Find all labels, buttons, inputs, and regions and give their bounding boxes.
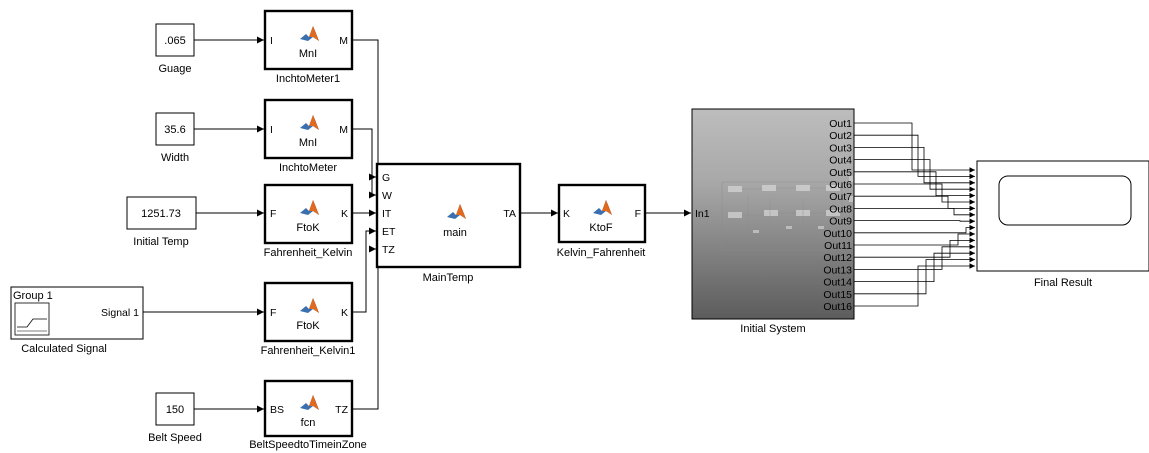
svg-text:Initial System: Initial System bbox=[740, 323, 805, 335]
svg-text:G: G bbox=[382, 172, 390, 184]
output-wire-9 bbox=[854, 218, 975, 224]
svg-text:IT: IT bbox=[382, 208, 392, 220]
svg-text:M: M bbox=[339, 35, 348, 47]
svg-text:fcn: fcn bbox=[301, 417, 316, 429]
output-wire-10 bbox=[854, 224, 975, 234]
svg-text:ET: ET bbox=[382, 226, 396, 238]
output-wire-15 bbox=[854, 256, 975, 295]
subsystem-output-16: Out16 bbox=[823, 301, 852, 313]
scope-screen bbox=[998, 175, 1132, 226]
svg-text:F: F bbox=[635, 208, 641, 220]
fahrenheit-kelvin1-block[interactable]: FtoK F K Fahrenheit_Kelvin1 bbox=[261, 281, 356, 357]
main-temp-block[interactable]: main G W IT ET TZ TA MainTemp bbox=[375, 162, 522, 284]
output-wire-8 bbox=[854, 208, 975, 218]
subsystem-output-7: Out7 bbox=[829, 191, 852, 203]
signal-builder-block[interactable]: Group 1 Signal 1 Calculated Signal bbox=[10, 286, 144, 355]
svg-text:150: 150 bbox=[166, 404, 184, 416]
svg-text:TZ: TZ bbox=[335, 404, 348, 416]
output-wire-14 bbox=[854, 250, 975, 282]
svg-text:Group 1: Group 1 bbox=[13, 290, 53, 302]
subsystem-output-8: Out8 bbox=[829, 203, 852, 215]
svg-text:KtoF: KtoF bbox=[589, 222, 613, 234]
svg-text:35.6: 35.6 bbox=[164, 124, 185, 136]
svg-text:F: F bbox=[270, 208, 276, 220]
svg-text:MnI: MnI bbox=[299, 137, 317, 149]
output-wire-12 bbox=[854, 237, 975, 258]
subsystem-output-14: Out14 bbox=[823, 277, 852, 289]
svg-text:Initial Temp: Initial Temp bbox=[133, 236, 188, 248]
output-wire-1 bbox=[854, 122, 975, 173]
fahrenheit-kelvin-block[interactable]: FtoK F K Fahrenheit_Kelvin bbox=[264, 183, 354, 259]
subsystem-output-5: Out5 bbox=[829, 167, 852, 179]
output-wire-7 bbox=[854, 195, 975, 212]
svg-text:Fahrenheit_Kelvin1: Fahrenheit_Kelvin1 bbox=[261, 345, 356, 357]
subsystem-output-1: Out1 bbox=[829, 118, 852, 130]
subsystem-output-13: Out13 bbox=[823, 264, 852, 276]
constant-block-guage[interactable]: .065 Guage bbox=[155, 23, 195, 75]
subsystem-output-labels: Out1Out2Out3Out4Out5Out6Out7Out8Out9Out1… bbox=[823, 118, 852, 313]
subsystem-output-6: Out6 bbox=[829, 179, 852, 191]
svg-text:Guage: Guage bbox=[158, 63, 191, 75]
svg-text:main: main bbox=[443, 227, 467, 239]
final-result-scope[interactable]: Final Result bbox=[976, 160, 1149, 289]
constant-block-belt-speed[interactable]: 150 Belt Speed bbox=[148, 392, 202, 444]
svg-text:W: W bbox=[382, 190, 392, 202]
inch-to-meter-block[interactable]: MnI I M InchtoMeter bbox=[263, 98, 354, 174]
svg-text:.065: .065 bbox=[164, 35, 185, 47]
constant-block-initial-temp[interactable]: 1251.73 Initial Temp bbox=[126, 196, 197, 248]
svg-text:Calculated Signal: Calculated Signal bbox=[21, 343, 107, 355]
output-wire-6 bbox=[854, 183, 975, 205]
svg-text:BeltSpeedtoTimeinZone: BeltSpeedtoTimeinZone bbox=[249, 439, 367, 451]
svg-text:InchtoMeter: InchtoMeter bbox=[279, 162, 337, 174]
svg-text:FtoK: FtoK bbox=[296, 320, 320, 332]
subsystem-output-wires bbox=[854, 122, 975, 307]
svg-text:InchtoMeter1: InchtoMeter1 bbox=[276, 73, 340, 85]
svg-text:F: F bbox=[270, 307, 276, 319]
output-wire-16 bbox=[854, 263, 975, 307]
subsystem-output-9: Out9 bbox=[829, 216, 852, 228]
subsystem-output-2: Out2 bbox=[829, 130, 852, 142]
subsystem-output-12: Out12 bbox=[823, 252, 852, 264]
signal-wires bbox=[143, 36, 691, 413]
svg-text:TA: TA bbox=[503, 208, 516, 220]
svg-text:In1: In1 bbox=[695, 208, 710, 220]
subsystem-preview bbox=[721, 176, 853, 251]
kelvin-fahrenheit-block[interactable]: KtoF K F Kelvin_Fahrenheit bbox=[557, 183, 647, 259]
svg-text:I: I bbox=[270, 35, 273, 47]
svg-text:Signal 1: Signal 1 bbox=[101, 307, 139, 319]
subsystem-output-10: Out10 bbox=[823, 228, 852, 240]
svg-text:FtoK: FtoK bbox=[296, 222, 320, 234]
belt-speed-to-time-block[interactable]: fcn BS TZ BeltSpeedtoTimeinZone bbox=[249, 379, 367, 451]
svg-text:TZ: TZ bbox=[382, 244, 395, 256]
constant-block-width[interactable]: 35.6 Width bbox=[155, 112, 195, 164]
svg-text:BS: BS bbox=[270, 404, 284, 416]
inch-to-meter1-block[interactable]: MnI I M InchtoMeter1 bbox=[263, 9, 354, 85]
svg-text:K: K bbox=[563, 208, 570, 220]
svg-text:Final Result: Final Result bbox=[1034, 277, 1092, 289]
output-wire-4 bbox=[854, 159, 975, 192]
output-wire-11 bbox=[854, 231, 975, 246]
output-wire-13 bbox=[854, 244, 975, 270]
svg-text:MainTemp: MainTemp bbox=[423, 272, 474, 284]
subsystem-output-15: Out15 bbox=[823, 289, 852, 301]
svg-text:1251.73: 1251.73 bbox=[141, 208, 181, 220]
svg-text:K: K bbox=[341, 208, 348, 220]
subsystem-output-4: Out4 bbox=[829, 155, 852, 167]
svg-text:Kelvin_Fahrenheit: Kelvin_Fahrenheit bbox=[557, 247, 646, 259]
svg-text:I: I bbox=[270, 124, 273, 136]
svg-text:Belt Speed: Belt Speed bbox=[148, 432, 202, 444]
svg-text:Width: Width bbox=[161, 152, 189, 164]
subsystem-output-3: Out3 bbox=[829, 142, 852, 154]
initial-system-subsystem[interactable]: In1 Out1Out2Out3Out4Out5Out6Out7Out8Out9… bbox=[691, 108, 855, 335]
svg-text:K: K bbox=[341, 307, 348, 319]
subsystem-output-11: Out11 bbox=[824, 240, 852, 252]
svg-text:MnI: MnI bbox=[299, 48, 317, 60]
svg-text:M: M bbox=[339, 124, 348, 136]
output-wire-2 bbox=[854, 134, 975, 180]
svg-text:Fahrenheit_Kelvin: Fahrenheit_Kelvin bbox=[264, 247, 353, 259]
output-wire-3 bbox=[854, 147, 975, 186]
